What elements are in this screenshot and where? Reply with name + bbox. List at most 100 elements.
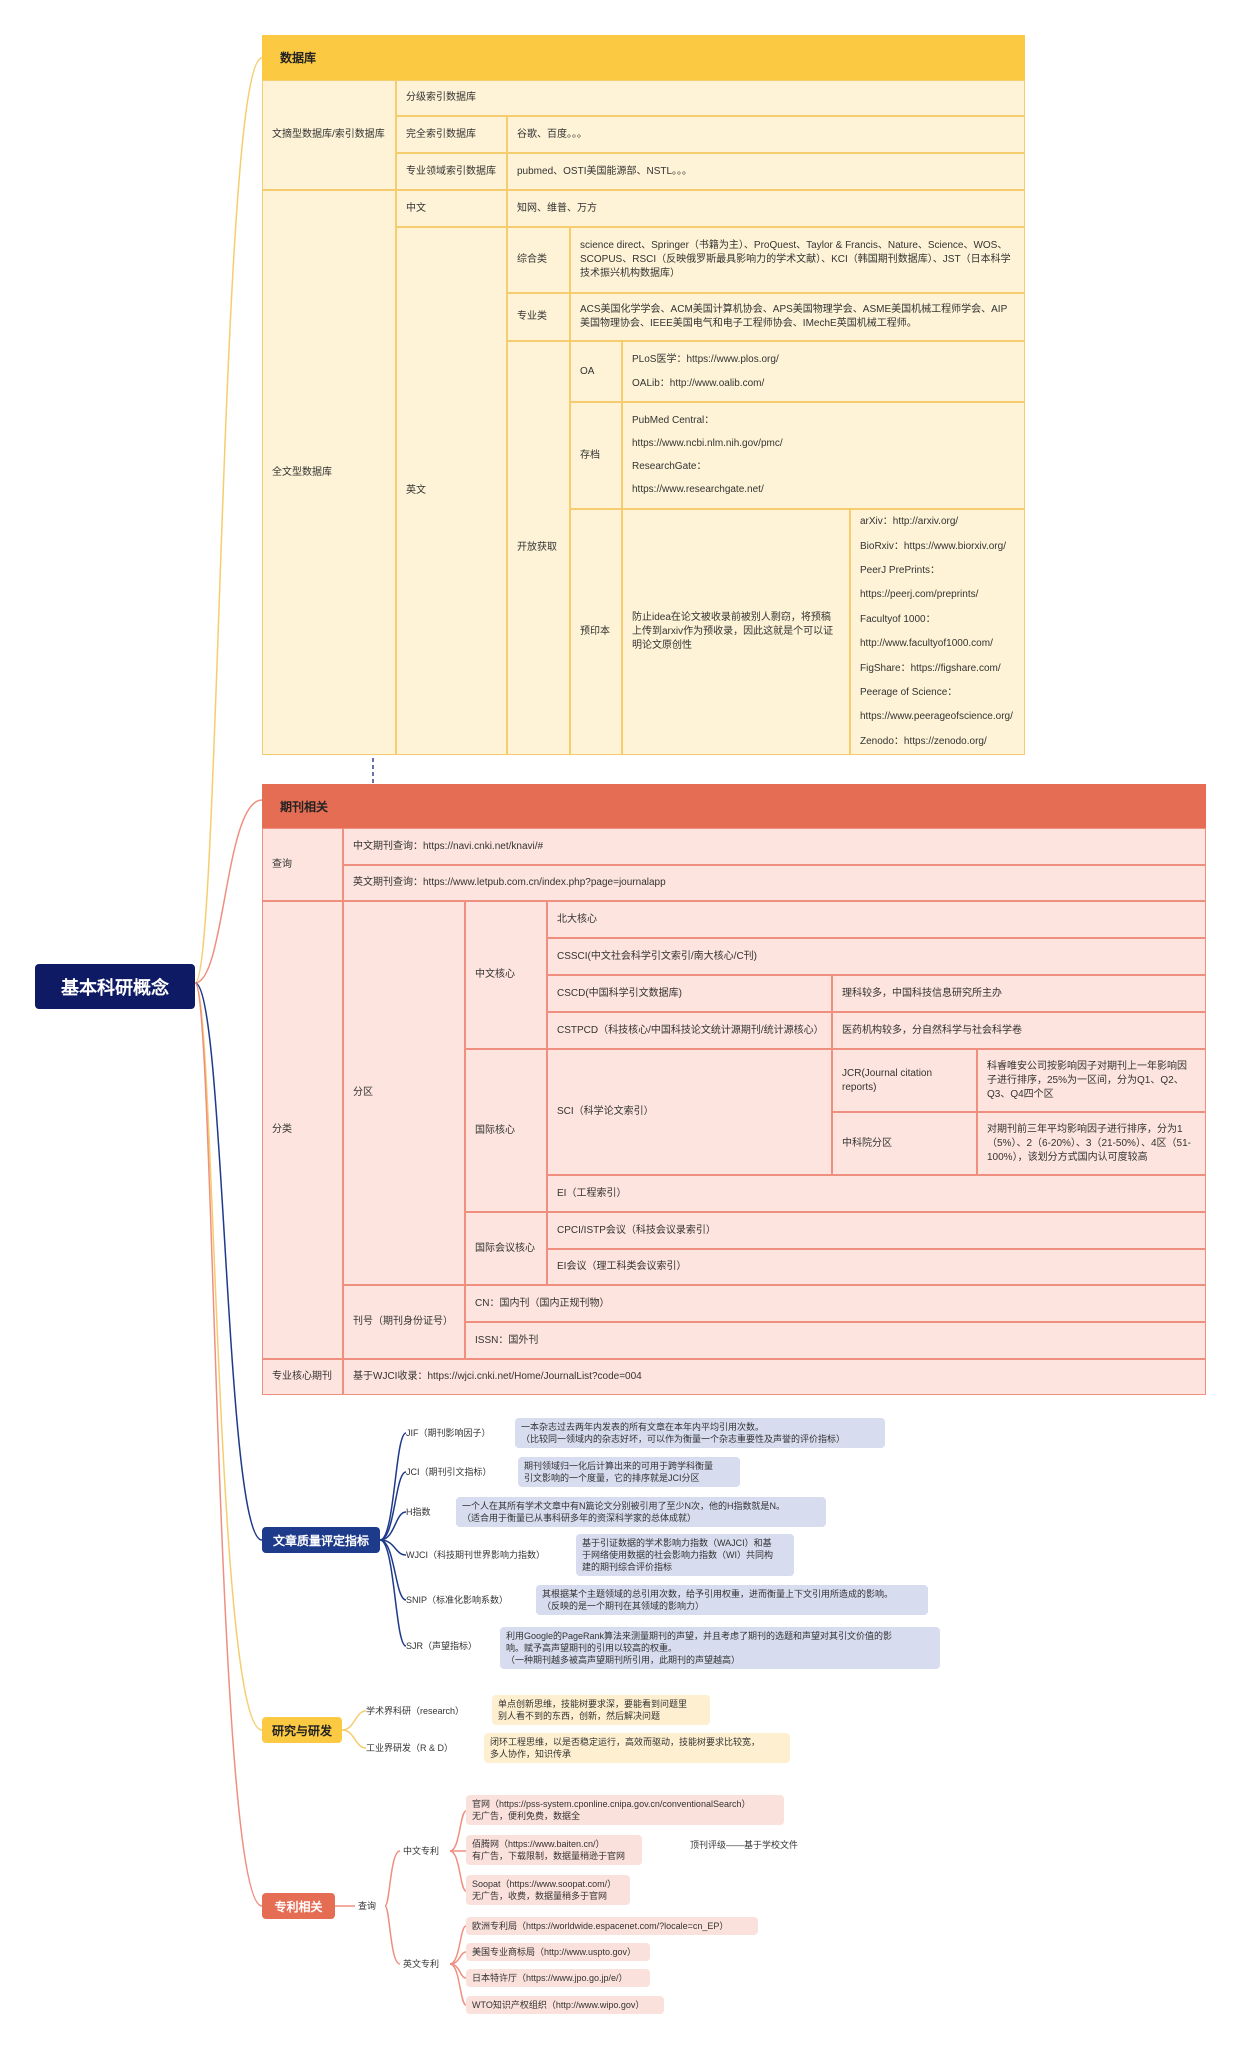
oa-plos: PLoS医学：https://www.plos.org/ bbox=[632, 353, 779, 365]
preprint-list-cell: arXiv：http://arxiv.org/ BioRxiv：https://… bbox=[850, 509, 1025, 755]
full-index-cell: 完全索引数据库 bbox=[396, 116, 507, 153]
archive-item: https://www.researchgate.net/ bbox=[632, 484, 764, 495]
prof-core-label-cell: 专业核心期刊 bbox=[262, 1359, 343, 1395]
cas-note-cell: 对期刊前三年平均影响因子进行排序，分为1（5%）、2（6-20%）、3（21-5… bbox=[977, 1112, 1206, 1175]
quality-branch[interactable]: 文章质量评定指标 bbox=[262, 1527, 380, 1553]
research-industry[interactable]: 工业界研发（R & D） bbox=[366, 1743, 454, 1753]
quality-jif-desc: 一本杂志过去两年内发表的所有文章在本年内平均引用次数。 （比较同一领域内的杂志好… bbox=[515, 1418, 885, 1448]
chinese-ex-cell: 知网、维普、万方 bbox=[507, 190, 1025, 227]
archive-item: ResearchGate： bbox=[632, 461, 707, 472]
query-cn-cell: 中文期刊查询：https://navi.cnki.net/knavi/# bbox=[343, 828, 1206, 865]
issn-label-cell: 刊号（期刊身份证号） bbox=[343, 1285, 465, 1359]
patent-en-wipo: WTO知识产权组织（http://www.wipo.gov） bbox=[466, 1996, 664, 2014]
patent-en-jpo: 日本特许厅（https://www.jpo.go.jp/e/） bbox=[466, 1969, 650, 1987]
query-cell: 查询 bbox=[262, 828, 343, 901]
jcr-note-cell: 科睿唯安公司按影响因子对期刊上一年影响因子进行排序，25%为一区间，分为Q1、Q… bbox=[977, 1049, 1206, 1112]
partition-cell: 分区 bbox=[343, 901, 465, 1285]
archive-cell: 存档 bbox=[570, 402, 622, 509]
journal-header: 期刊相关 bbox=[262, 784, 1206, 828]
quality-snip[interactable]: SNIP（标准化影响系数） bbox=[406, 1595, 509, 1605]
research-branch[interactable]: 研究与研发 bbox=[262, 1717, 342, 1743]
quality-h-index[interactable]: H指数 bbox=[406, 1507, 431, 1517]
doc-type-db-cell: 文摘型数据库/索引数据库 bbox=[262, 80, 396, 190]
database-header: 数据库 bbox=[262, 35, 1025, 80]
english-cell: 英文 bbox=[396, 227, 507, 755]
preprint-desc-cell: 防止idea在论文被收录前被别人剽窃，将预稿上传到arxiv作为预收录，因此这就… bbox=[622, 509, 850, 755]
cssci-cell: CSSCI(中文社会科学引文索引/南大核心/C刊) bbox=[547, 938, 1206, 975]
connector-research bbox=[194, 982, 263, 1731]
index-db-cell: 分级索引数据库 bbox=[396, 80, 1025, 116]
ei-cell: EI（工程索引） bbox=[547, 1175, 1206, 1212]
cn-cell: CN：国内刊（国内正规刊物） bbox=[465, 1285, 1206, 1322]
preprint-item: arXiv：http://arxiv.org/ bbox=[860, 516, 959, 528]
pku-cell: 北大核心 bbox=[547, 901, 1206, 938]
archive-item: PubMed Central： bbox=[632, 415, 715, 426]
patent-cn-label[interactable]: 中文专利 bbox=[403, 1846, 440, 1856]
cn-core-cell: 中文核心 bbox=[465, 901, 547, 1049]
quality-h-index-desc: 一个人在其所有学术文章中有N篇论文分别被引用了至少N次，他的H指数就是N。 （适… bbox=[456, 1497, 826, 1527]
connector-quality bbox=[194, 982, 263, 1541]
professional-ex-cell: ACS美国化学学会、ACM美国计算机协会、APS美国物理学会、ASME美国机械工… bbox=[570, 293, 1025, 341]
quality-jci[interactable]: JCI（期刊引文指标） bbox=[406, 1467, 492, 1477]
comprehensive-ex-cell: science direct、Springer（书籍为主）、ProQuest、T… bbox=[570, 227, 1025, 293]
conf-core-cell: 国际会议核心 bbox=[465, 1212, 547, 1285]
preprint-item: https://www.peerageofscience.org/ bbox=[860, 711, 1013, 723]
oa-list-cell: PLoS医学：https://www.plos.org/ OALib：http:… bbox=[622, 341, 1025, 402]
research-industry-desc: 闭环工程思维，以是否稳定运行，高效而驱动，技能树要求比较宽， 多人协作，知识传承 bbox=[484, 1733, 790, 1763]
patent-cn-soopat: Soopat（https://www.soopat.com/） 无广告，收费，数… bbox=[466, 1875, 630, 1905]
prof-core-ex-cell: 基于WJCI收录：https://wjci.cnki.net/Home/Jour… bbox=[343, 1359, 1206, 1395]
intl-core-cell: 国际核心 bbox=[465, 1049, 547, 1212]
oa-cell: OA bbox=[570, 341, 622, 402]
patent-en-uspto: 美国专业商标局（http://www.uspto.gov） bbox=[466, 1943, 650, 1961]
quality-wjci[interactable]: WJCI（科技期刊世界影响力指数） bbox=[406, 1550, 545, 1560]
full-index-ex-cell: 谷歌、百度。。。 bbox=[507, 116, 1025, 153]
patent-cn-official: 官网（https://pss-system.cponline.cnipa.gov… bbox=[466, 1795, 784, 1825]
quality-jci-desc: 期刊领域归一化后计算出来的可用于跨学科衡量 引文影响的一个度量，它的排序就是JC… bbox=[518, 1457, 740, 1487]
preprint-cell: 预印本 bbox=[570, 509, 622, 755]
patent-note: 顶刊评级——基于学校文件 bbox=[690, 1840, 799, 1850]
fulltext-db-cell: 全文型数据库 bbox=[262, 190, 396, 755]
archive-list-cell: PubMed Central： https://www.ncbi.nlm.nih… bbox=[622, 402, 1025, 509]
preprint-item: Zenodo：https://zenodo.org/ bbox=[860, 735, 987, 747]
patent-en-epo: 欧洲专利局（https://worldwide.espacenet.com/?l… bbox=[466, 1917, 758, 1935]
classify-cell: 分类 bbox=[262, 901, 343, 1359]
root-node[interactable]: 基本科研概念 bbox=[35, 964, 195, 1009]
archive-item: https://www.ncbi.nlm.nih.gov/pmc/ bbox=[632, 438, 783, 449]
cstpcd-note-cell: 医药机构较多，分自然科学与社会科学卷 bbox=[832, 1012, 1206, 1049]
oa-oalib: OALib：http://www.oalib.com/ bbox=[632, 377, 765, 389]
patent-branch[interactable]: 专利相关 bbox=[262, 1893, 335, 1919]
issn-cell: ISSN：国外刊 bbox=[465, 1322, 1206, 1359]
preprint-item: http://www.facultyof1000.com/ bbox=[860, 638, 993, 650]
patent-en-label[interactable]: 英文专利 bbox=[403, 1959, 440, 1969]
connector-journal bbox=[194, 799, 263, 984]
connector-patent bbox=[194, 982, 263, 1907]
research-academic[interactable]: 学术界科研（research） bbox=[366, 1706, 465, 1716]
cstpcd-cell: CSTPCD（科技核心/中国科技论文统计源期刊/统计源核心） bbox=[547, 1012, 832, 1049]
cpci-cell: CPCI/ISTP会议（科技会议录索引） bbox=[547, 1212, 1206, 1249]
quality-wjci-desc: 基于引证数据的学术影响力指数（WAJCI）和基 于网络使用数据的社会影响力指数（… bbox=[576, 1534, 794, 1576]
field-index-ex-cell: pubmed、OSTI美国能源部、NSTL。。。 bbox=[507, 153, 1025, 190]
quality-sjr[interactable]: SJR（声望指标） bbox=[406, 1641, 478, 1651]
professional-cell: 专业类 bbox=[507, 293, 570, 341]
cscd-cell: CSCD(中国科学引文数据库) bbox=[547, 975, 832, 1012]
open-access-cell: 开放获取 bbox=[507, 341, 570, 755]
ei-conf-cell: EI会议（理工科类会议索引） bbox=[547, 1249, 1206, 1285]
query-en-cell: 英文期刊查询：https://www.letpub.com.cn/index.p… bbox=[343, 865, 1206, 901]
chinese-cell: 中文 bbox=[396, 190, 507, 227]
preprint-item: PeerJ PrePrints： bbox=[860, 564, 941, 576]
preprint-item: Facultyof 1000： bbox=[860, 613, 936, 625]
patent-query[interactable]: 查询 bbox=[358, 1901, 377, 1911]
quality-jif[interactable]: JIF（期刊影响因子） bbox=[406, 1428, 491, 1438]
preprint-item: FigShare：https://figshare.com/ bbox=[860, 662, 1001, 674]
preprint-item: Peerage of Science： bbox=[860, 686, 958, 698]
comprehensive-cell: 综合类 bbox=[507, 227, 570, 293]
preprint-item: https://peerj.com/preprints/ bbox=[860, 589, 979, 601]
quality-sjr-desc: 利用Google的PageRank算法来测量期刊的声望，并且考虑了期刊的选题和声… bbox=[500, 1627, 940, 1669]
patent-cn-baiten: 佰腾网（https://www.baiten.cn/） 有广告，下载限制，数据量… bbox=[466, 1835, 642, 1865]
research-academic-desc: 单点创新思维，技能树要求深，要能看到问题里 别人看不到的东西，创新，然后解决问题 bbox=[492, 1695, 710, 1725]
sci-cell: SCI（科学论文索引） bbox=[547, 1049, 832, 1175]
cas-cell: 中科院分区 bbox=[832, 1112, 977, 1175]
field-index-cell: 专业领域索引数据库 bbox=[396, 153, 507, 190]
preprint-item: BioRxiv：https://www.biorxiv.org/ bbox=[860, 540, 1006, 552]
quality-snip-desc: 其根据某个主题领域的总引用次数，给予引用权重，进而衡量上下文引用所造成的影响。 … bbox=[536, 1585, 928, 1615]
